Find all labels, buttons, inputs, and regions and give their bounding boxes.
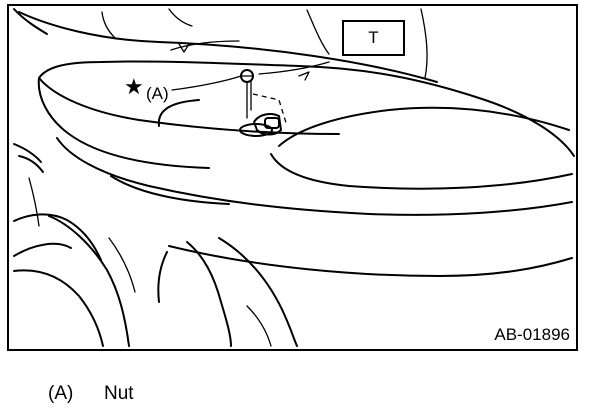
seat-line-drawing (13, 8, 575, 347)
star-icon: ★ (124, 74, 144, 99)
legend-text: Nut (104, 383, 134, 404)
tool-label-box: T (342, 20, 405, 56)
diagram-frame: T ★ (A) AB-01896 (7, 4, 578, 351)
tool-label: T (368, 28, 379, 47)
figure-code: AB-01896 (494, 325, 570, 344)
legend-item: (A) Nut (48, 383, 134, 405)
callout-label-a: (A) (146, 84, 169, 103)
legend-key: (A) (48, 383, 74, 404)
